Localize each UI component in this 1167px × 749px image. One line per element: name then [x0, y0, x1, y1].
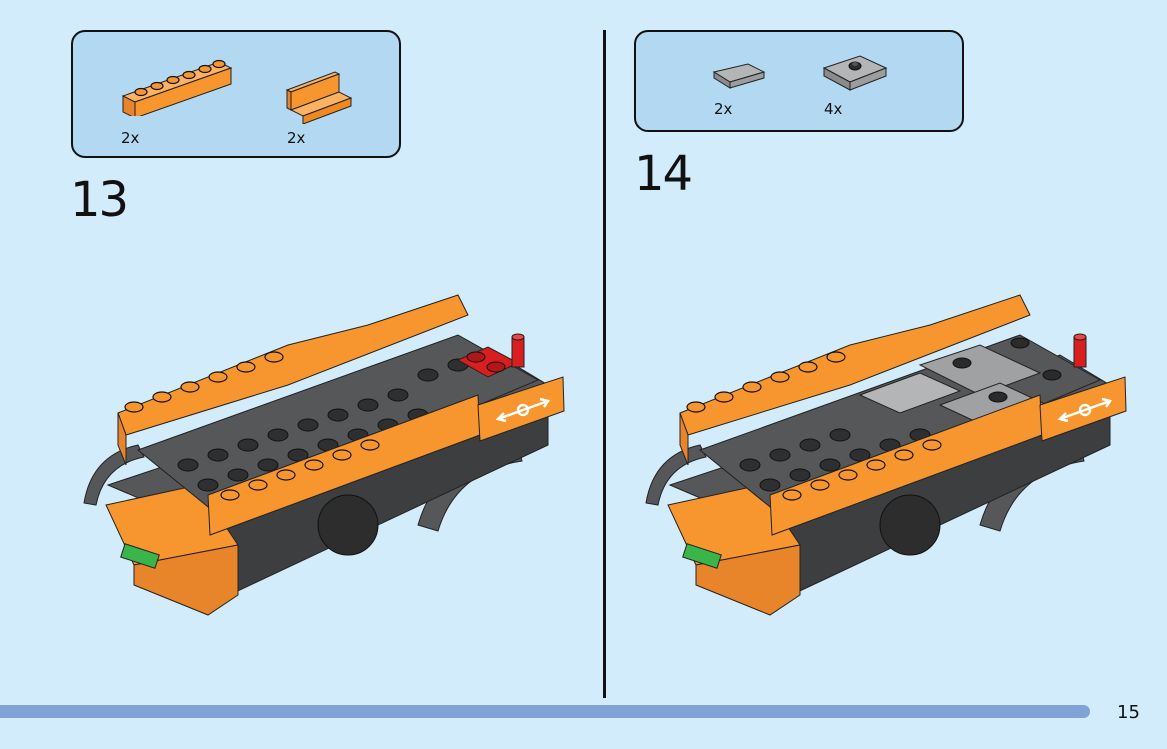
part-count: 2x: [287, 129, 306, 147]
page-progress-bar: [0, 705, 1090, 718]
step-divider: [603, 30, 606, 698]
step-13-model-illustration: [83, 294, 565, 616]
orange-1x2-panel-icon: [285, 71, 353, 124]
part-count: 2x: [121, 129, 140, 147]
gray-2x2-jumper-plate-icon: [822, 55, 888, 91]
step-14-model-illustration: [645, 294, 1127, 616]
gray-1x2-tile-icon: [712, 63, 766, 89]
part-count: 4x: [824, 100, 843, 118]
orange-1x6-brick-icon: [121, 59, 233, 116]
page-number: 15: [1117, 702, 1140, 723]
step-14-parts-box: 2x 4x: [634, 30, 964, 132]
step-13-parts-box: 2x 2x: [71, 30, 401, 158]
step-number: 13: [70, 172, 129, 228]
double-arrow-circle-icon: [1057, 397, 1113, 423]
part-count: 2x: [714, 100, 733, 118]
step-number: 14: [634, 146, 693, 202]
double-arrow-circle-icon: [495, 397, 551, 423]
